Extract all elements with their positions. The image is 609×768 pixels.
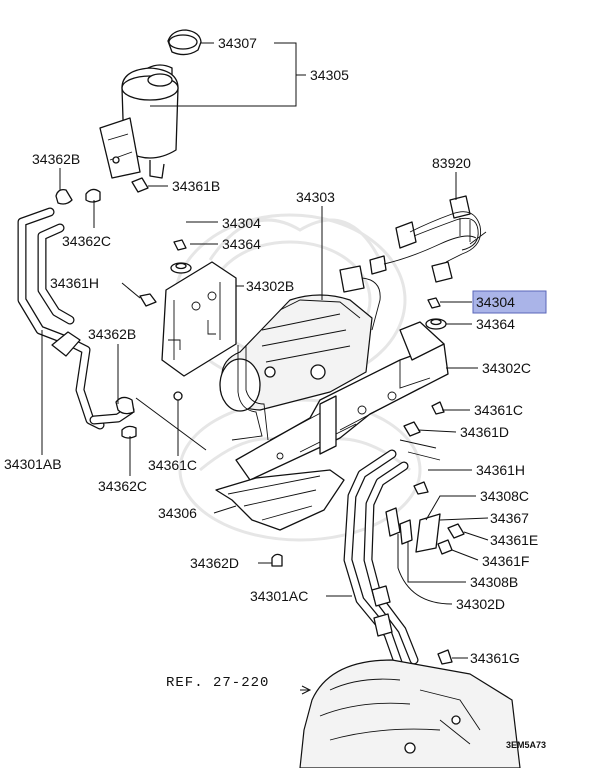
label-34362D[interactable]: 34362D: [190, 555, 239, 571]
bracket-34302C-drawing: [235, 321, 449, 481]
label-34304-top[interactable]: 34304: [222, 215, 261, 231]
label-34361C-bottom[interactable]: 34361C: [148, 457, 197, 473]
label-34361F[interactable]: 34361F: [482, 553, 529, 569]
cover-34306-drawing: [215, 469, 345, 531]
bolt-34304-top-drawing: [173, 239, 187, 251]
label-34301AC[interactable]: 34301AC: [250, 588, 308, 604]
part-labels: 34307 34305 34362B 34361B 34362C 83920 3…: [4, 35, 546, 750]
label-34307[interactable]: 34307: [218, 35, 257, 51]
label-34302C[interactable]: 34302C: [482, 360, 531, 376]
reservoir-tank-drawing: [99, 29, 202, 179]
clamp-34362C-bottom-drawing: [121, 425, 137, 439]
label-34362B-mid[interactable]: 34362B: [88, 326, 136, 342]
reference-label[interactable]: REF. 27-220: [166, 675, 269, 691]
label-34361D[interactable]: 34361D: [460, 424, 509, 440]
label-34361B[interactable]: 34361B: [172, 178, 220, 194]
clamp-34362B-mid-drawing: [115, 396, 135, 415]
label-34361E[interactable]: 34361E: [490, 532, 538, 548]
label-34301AB[interactable]: 34301AB: [4, 456, 62, 472]
part-highlight: [472, 290, 547, 314]
label-34308C[interactable]: 34308C: [480, 488, 529, 504]
label-34361H-right[interactable]: 34361H: [476, 462, 525, 478]
label-34305[interactable]: 34305: [310, 67, 349, 83]
hose-34301AB-drawing: [17, 207, 135, 430]
clamp-34362B-drawing: [55, 188, 73, 205]
washer-34364-right-drawing: [425, 318, 447, 330]
bolt-34361B-drawing: [131, 177, 149, 193]
label-83920[interactable]: 83920: [432, 155, 471, 171]
bolt-34361H-left-drawing: [139, 293, 157, 307]
label-34361G[interactable]: 34361G: [470, 650, 520, 666]
bracket-34308C-drawing: [385, 507, 401, 537]
label-34362C-bottom[interactable]: 34362C: [98, 478, 147, 494]
label-34361H-left[interactable]: 34361H: [50, 275, 99, 291]
bolts-cluster-drawing: [403, 401, 445, 495]
bolt-34361G-drawing: [437, 649, 453, 665]
label-34306[interactable]: 34306: [158, 505, 197, 521]
washer-34364-top-drawing: [170, 262, 192, 274]
harness-83920-drawing: [369, 195, 487, 283]
bracket-34308B-drawing: [399, 519, 413, 545]
label-34302D[interactable]: 34302D: [456, 596, 505, 612]
bolt-34361E-drawing: [447, 523, 465, 539]
clamp-34362C-drawing: [85, 188, 101, 203]
transmission-ref-drawing: [299, 659, 521, 768]
bolt-34361F-drawing: [437, 539, 453, 555]
label-34302B[interactable]: 34302B: [246, 278, 294, 294]
label-34364-top[interactable]: 34364: [222, 236, 261, 252]
bracket-34367-drawing: [415, 513, 441, 553]
drawing-code: 3EM5A73: [506, 740, 546, 750]
pipe-34301AC-drawing: [343, 439, 441, 673]
label-34362B-top[interactable]: 34362B: [32, 151, 80, 167]
label-34362C-top[interactable]: 34362C: [62, 233, 111, 249]
bracket-34302B-drawing: [161, 261, 237, 377]
label-34364-right[interactable]: 34364: [476, 316, 515, 332]
bolt-34304-right-drawing: [427, 297, 441, 309]
clip-34362D-drawing: [271, 553, 283, 567]
label-34367[interactable]: 34367: [490, 510, 529, 526]
label-34308B[interactable]: 34308B: [470, 574, 518, 590]
label-34304-right[interactable]: 34304: [476, 294, 515, 310]
label-34303[interactable]: 34303: [296, 189, 335, 205]
feed-lines-drawing: [173, 345, 269, 441]
leader-lines: [41, 42, 489, 695]
label-34361C-right[interactable]: 34361C: [474, 402, 523, 418]
